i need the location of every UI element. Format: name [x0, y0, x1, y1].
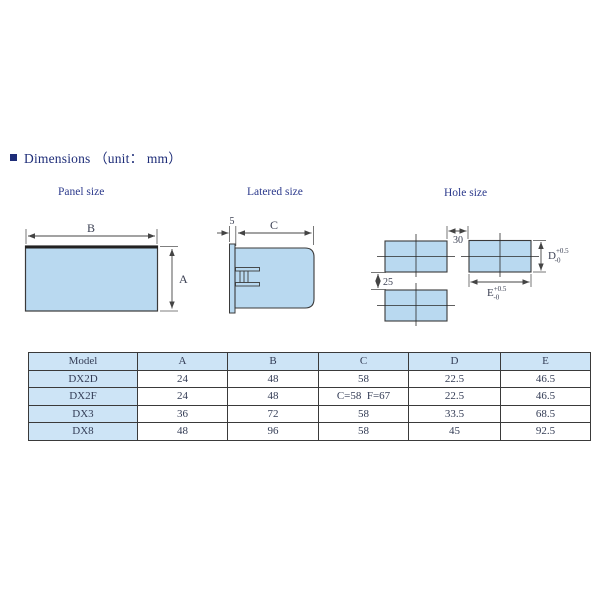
bezel-flange [229, 243, 236, 314]
lateral-size-drawing: 5 C [217, 216, 315, 314]
page-title: Dimensions （unit： mm） [24, 151, 182, 166]
cell-model: DX3 [28, 404, 138, 423]
square-bullet-icon [10, 153, 17, 161]
col-header-model: Model [28, 352, 138, 371]
cell-a: 24 [137, 369, 228, 388]
table-row-dx3: DX3 36 72 58 33.5 68.5 [28, 404, 591, 423]
cell-e: 68.5 [500, 404, 591, 423]
cell-d: 22.5 [408, 387, 501, 406]
panel-front-face [24, 245, 159, 312]
panel-size-label: Panel size [58, 186, 105, 198]
panel-size-drawing: B A [24, 221, 188, 312]
dim-label-E: E+0.5-0 [487, 285, 507, 302]
dimensions-section-title: Dimensions （unit： mm） [10, 147, 182, 167]
cell-c: 58 [318, 422, 409, 441]
cell-a: 48 [137, 422, 228, 441]
cell-a: 36 [137, 404, 228, 423]
dim-label-25: 25 [383, 277, 393, 288]
col-header-d: D [408, 352, 501, 371]
lateral-size-label: Latered size [247, 186, 303, 198]
cell-b: 48 [227, 369, 319, 388]
cell-c: C=58 F=67 [318, 387, 409, 406]
col-header-c: C [318, 352, 409, 371]
cell-c: 58 [318, 404, 409, 423]
cell-model: DX2D [28, 369, 138, 388]
cell-model: DX2F [28, 387, 138, 406]
table-row-dx2d: DX2D 24 48 58 22.5 46.5 [28, 369, 591, 388]
dim-label-A: A [179, 272, 188, 286]
hole-size-label: Hole size [444, 187, 488, 199]
cell-c: 58 [318, 369, 409, 388]
cell-e: 46.5 [500, 369, 591, 388]
col-header-b: B [227, 352, 319, 371]
table-row-dx2f: DX2F 24 48 C=58 F=67 22.5 46.5 [28, 387, 591, 406]
cell-d: 22.5 [408, 369, 501, 388]
cell-b: 72 [227, 404, 319, 423]
cell-a: 24 [137, 387, 228, 406]
dimensions-table: Model A B C D E DX2D 24 48 58 22.5 46.5 … [28, 352, 591, 441]
col-header-a: A [137, 352, 228, 371]
cell-d: 33.5 [408, 404, 501, 423]
cell-b: 96 [227, 422, 319, 441]
table-row-dx8: DX8 48 96 58 45 92.5 [28, 422, 591, 441]
mounting-clip [235, 267, 260, 287]
dim-label-D: D+0.5-0 [548, 247, 569, 265]
cell-e: 92.5 [500, 422, 591, 441]
col-header-e: E [500, 352, 591, 371]
cell-e: 46.5 [500, 387, 591, 406]
hole-size-drawing: 30 25 D+0.5-0 E+0.5-0 [371, 226, 569, 326]
cell-b: 48 [227, 387, 319, 406]
table-header-row: Model A B C D E [28, 352, 591, 371]
dim-label-C: C [270, 218, 278, 232]
dim-label-30: 30 [453, 235, 463, 246]
cell-model: DX8 [28, 422, 138, 441]
cell-d: 45 [408, 422, 501, 441]
housing-body [234, 247, 315, 309]
dim-label-B: B [87, 221, 95, 235]
dim-label-5: 5 [230, 216, 235, 227]
